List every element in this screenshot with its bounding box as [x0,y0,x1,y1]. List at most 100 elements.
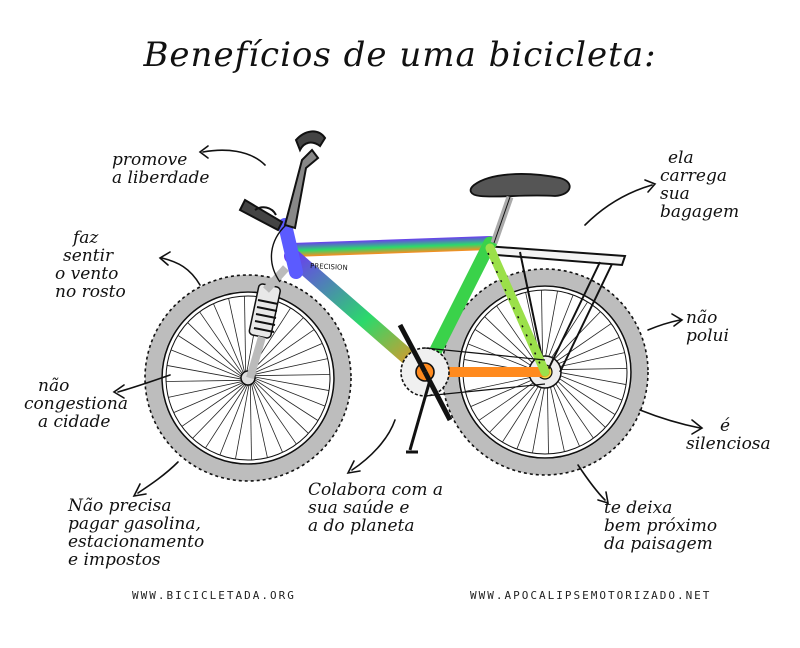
down-tube [284,248,433,380]
label-line: te deixa [604,498,673,518]
spoke [250,317,304,373]
spoke [545,301,588,367]
spoke [192,383,246,439]
spoke [484,316,540,370]
seat-tube [418,236,497,379]
label-line: Colabora com a [308,480,444,500]
label-line: silenciosa [686,433,771,454]
drivetrain [397,323,546,454]
label-line: promove [112,150,188,170]
svg-text:PRECISION: PRECISION [310,262,348,272]
label-health: Colabora com a sua saúde e a do planeta [308,480,444,536]
spoke [543,290,558,367]
spoke [177,335,243,378]
spoke [253,376,330,391]
label-line: sua saúde e [308,497,410,518]
spoke [228,298,246,374]
bicycle-frame: PRECISION [278,218,550,380]
label-pollution: não polui [686,308,729,346]
front-tire [145,275,351,481]
spoke [532,377,547,454]
spoke [168,380,244,398]
spoke [474,329,540,372]
spoke [549,337,620,369]
footer-url-right[interactable]: WWW.APOCALIPSEMOTORIZADO.NET [470,589,712,602]
spoke [489,377,543,433]
spoke [547,311,601,367]
label-costs: Não precisa pagar gasolina, estacionamen… [68,496,204,570]
kickstand [408,379,432,451]
label-line: Não precisa [68,496,172,516]
label-line: a liberdade [112,167,210,188]
spoke [235,383,250,460]
spoke [546,377,549,454]
label-line: polui [686,325,729,346]
spoke [252,381,297,445]
label-line: bem próximo [604,515,718,536]
label-line: não [686,308,718,328]
spoke [502,377,545,443]
spoke [547,376,565,452]
spoke [550,370,627,385]
label-line: é [720,416,731,436]
spoke [548,323,612,368]
spoke [550,374,606,428]
label-line: no rosto [55,281,126,302]
spoke [549,352,625,370]
spoke [252,358,328,376]
label-line: e impostos [68,549,161,570]
top-tube [285,236,497,257]
spoke [516,377,546,450]
spoke [544,294,574,367]
spoke [549,375,594,439]
front-wheel [144,274,352,482]
spoke [253,374,330,377]
label-line: bagagem [660,201,740,222]
label-line: a cidade [38,411,111,432]
label-line: sua [660,183,690,204]
spoke [541,290,544,367]
spoke [478,376,542,421]
spoke [219,383,249,456]
footer-url-left[interactable]: WWW.BICICLETADA.ORG [132,589,296,602]
spoke [253,377,326,407]
label-line: ela [668,148,694,168]
spoke [253,378,319,421]
label-line: sentir [63,245,114,266]
spoke [550,371,623,401]
label-line: o vento [55,263,119,284]
spoke [213,303,245,374]
spoke [548,376,580,447]
spoke [252,343,323,375]
label-traffic: não congestiona a cidade [24,377,128,432]
head-tube [278,218,303,279]
spoke [166,365,243,380]
label-line: pagar gasolina, [68,513,201,534]
label-luggage: ela carrega sua bagagem [660,148,740,222]
label-wind: faz sentir o vento no rosto [55,229,126,302]
spoke [470,375,541,407]
spoke [170,349,243,379]
spoke [550,372,616,415]
spoke [550,368,627,371]
spoke [465,374,541,392]
spoke [249,383,252,460]
seat-stay [485,243,550,377]
annotation-arrows [112,145,704,505]
label-line: carrega [660,165,727,186]
label-line: a do planeta [308,515,415,536]
spoke [253,380,309,434]
handlebar [238,130,327,283]
label-silent: é silenciosa [686,416,771,454]
spoke [181,382,245,427]
spoke [205,383,248,449]
spoke [251,382,283,453]
label-freedom: promove a liberdade [112,150,210,188]
saddle [469,173,571,245]
spoke [187,322,243,376]
spoke [250,382,268,458]
page-title: Benefícios de uma bicicleta: [143,35,657,75]
label-line: congestiona [24,393,128,414]
